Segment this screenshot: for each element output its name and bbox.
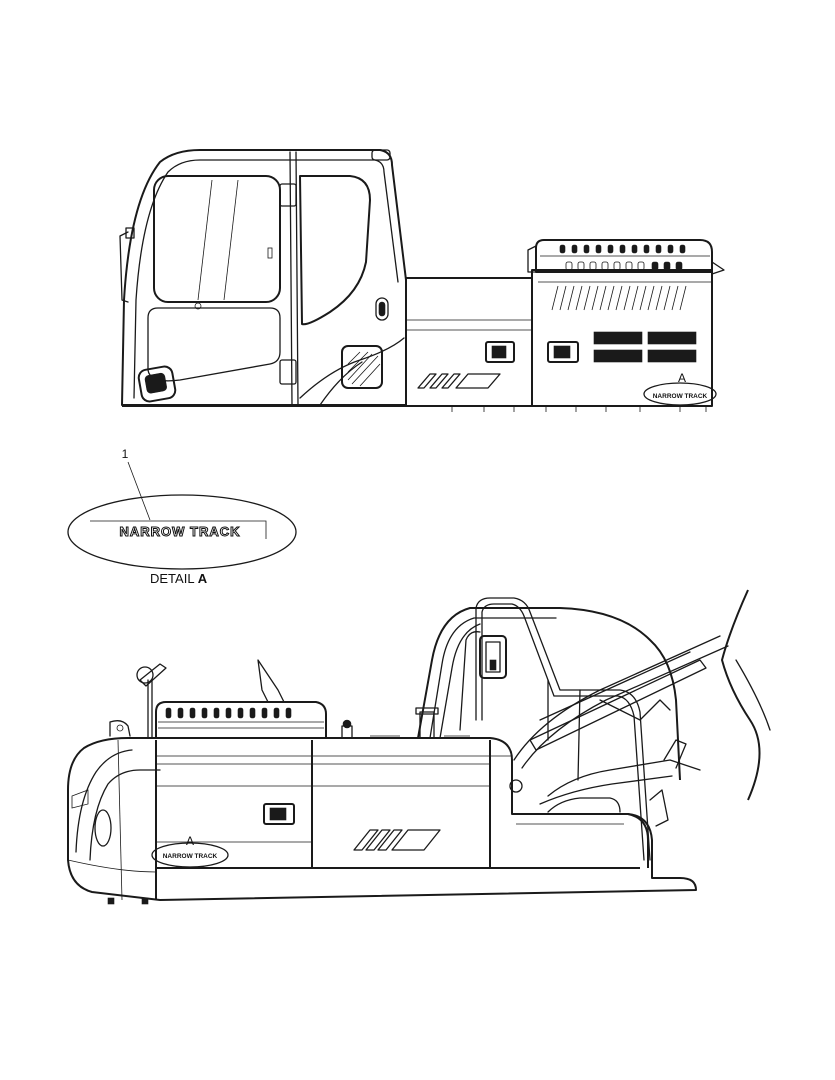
- cab-mirror: [479, 635, 507, 679]
- boom-arm: [721, 589, 761, 801]
- door-latch-1: [485, 341, 515, 363]
- detail-ellipse: [67, 494, 297, 570]
- cab-vent-grille: [341, 345, 383, 389]
- lower-body: [67, 737, 697, 901]
- detail-a: 1 NARROW TRACK DETAIL A: [67, 447, 297, 586]
- rear-louvers: [551, 285, 687, 311]
- cab-shell: [121, 149, 407, 406]
- mesh-grid-4: [647, 349, 697, 363]
- cab-door-lower: [147, 307, 281, 382]
- cab-front-window: [153, 175, 281, 303]
- door-latch-bottom: [263, 803, 295, 825]
- base-bolts: [451, 406, 707, 412]
- top-cover-slots: [165, 707, 292, 719]
- hinge-lower: [279, 359, 297, 385]
- mesh-grid-3: [593, 349, 643, 363]
- hinge-upper: [279, 183, 297, 207]
- handrail: [475, 597, 651, 861]
- stripe-decal-top: [417, 373, 501, 389]
- door-handle: [137, 365, 177, 403]
- cover-slots-row-1: [559, 244, 686, 254]
- cab-rear-view: [417, 607, 681, 781]
- callout-a-top: A: [678, 371, 686, 385]
- cab-inner-frame: [133, 159, 399, 399]
- decal-location-bottom: [151, 842, 229, 868]
- tail-light: [94, 809, 112, 847]
- left-mirror: [136, 663, 167, 739]
- excavator-side-view-bottom: NARROW TRACK A: [67, 589, 771, 905]
- mesh-grid-2: [647, 331, 697, 345]
- leader-line: [127, 461, 151, 521]
- stripe-decal-bottom: [353, 829, 441, 851]
- lift-eye: [109, 720, 131, 737]
- excavator-side-view-top: NARROW TRACK A: [119, 149, 725, 412]
- item-number-label: 1: [122, 447, 129, 461]
- boom-assembly: [513, 635, 729, 827]
- top-cover-bottom-view: [155, 701, 327, 738]
- decal-label-bottom: NARROW TRACK: [163, 853, 218, 860]
- detail-decal-text: NARROW TRACK: [119, 524, 240, 539]
- mesh-grid-1: [593, 331, 643, 345]
- decal-label-top: NARROW TRACK: [653, 393, 708, 400]
- counterweight-cover: [527, 239, 725, 275]
- cab-side-window: [299, 175, 371, 326]
- callout-a-bottom: A: [186, 834, 194, 848]
- detail-caption: DETAIL A: [150, 571, 208, 586]
- bottom-bolts: [107, 897, 149, 905]
- door-latch-2: [547, 341, 579, 363]
- decal-location-top: [643, 382, 717, 406]
- cover-slots-row-2: [565, 261, 683, 271]
- exhaust-stack: [257, 659, 285, 703]
